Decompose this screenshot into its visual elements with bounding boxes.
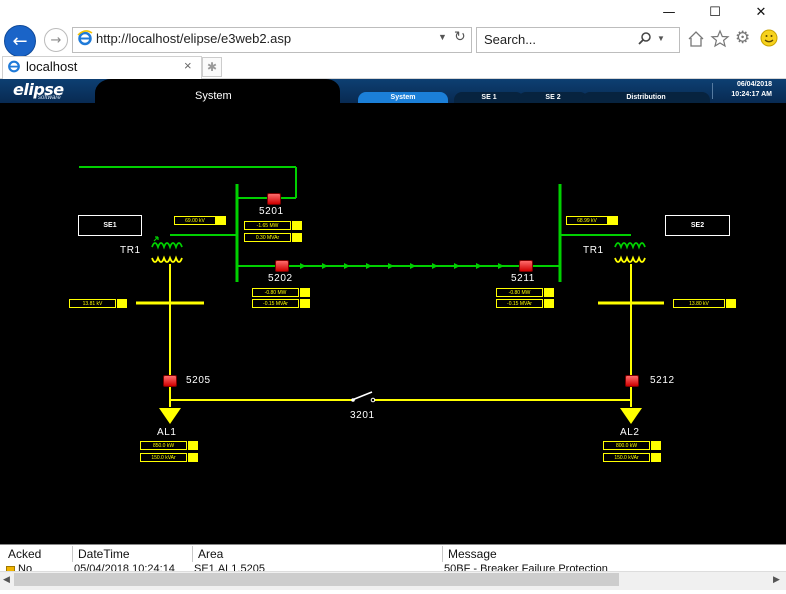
- trend-icon[interactable]: [188, 441, 198, 450]
- trend-icon[interactable]: [544, 299, 554, 308]
- search-dropdown-icon[interactable]: ▼: [657, 34, 665, 43]
- column-header-area[interactable]: Area: [192, 546, 443, 562]
- ie-logo-icon: [8, 60, 20, 73]
- meas-5202-mw: -0.80 MW: [252, 288, 299, 297]
- breaker-5212[interactable]: [625, 375, 639, 387]
- breaker-label-5211: 5211: [511, 273, 535, 284]
- load-label-al1: AL1: [157, 427, 177, 438]
- refresh-icon[interactable]: ↻: [454, 29, 466, 45]
- header-date: 06/04/2018: [736, 81, 772, 88]
- back-arrow-icon: ←: [12, 30, 28, 52]
- breaker-5211[interactable]: [519, 260, 533, 272]
- new-tab-icon: ✱: [206, 60, 218, 74]
- tab-system[interactable]: System: [358, 92, 448, 103]
- scroll-left-icon[interactable]: ◀: [3, 574, 10, 584]
- diagram-lines: [79, 166, 664, 424]
- meas-al2-kvar: 150.0 kVAr: [603, 453, 650, 462]
- star-icon[interactable]: [710, 29, 730, 49]
- trend-icon[interactable]: [300, 288, 310, 297]
- transformer-label-right: TR1: [583, 245, 604, 256]
- minimize-button[interactable]: —: [662, 4, 676, 20]
- tab-se2[interactable]: SE 2: [518, 92, 588, 103]
- header-title-panel: [95, 79, 340, 103]
- trend-icon[interactable]: [188, 453, 198, 462]
- meas-left-bus-kv: 13.81 kV: [69, 299, 116, 308]
- trend-icon[interactable]: [544, 288, 554, 297]
- search-input[interactable]: Search...: [484, 32, 537, 47]
- column-header-acked[interactable]: Acked: [2, 546, 73, 562]
- gear-icon[interactable]: ⚙: [735, 28, 751, 48]
- search-icon[interactable]: [638, 31, 652, 45]
- breaker-5202[interactable]: [275, 260, 289, 272]
- trend-icon[interactable]: [726, 299, 736, 308]
- header-time: 10:24:17 AM: [731, 91, 772, 98]
- address-dropdown-icon[interactable]: ▼: [438, 32, 447, 42]
- breaker-label-5201: 5201: [259, 206, 284, 217]
- elipse-logo-sub: software: [38, 95, 61, 101]
- scroll-right-icon[interactable]: ▶: [773, 574, 780, 584]
- screen-title: System: [195, 90, 232, 102]
- search-box[interactable]: [476, 27, 680, 53]
- switch-label-3201: 3201: [350, 410, 375, 421]
- ie-logo-icon: [77, 30, 93, 46]
- meas-al1-kw: 850.0 kW: [140, 441, 187, 450]
- trend-icon[interactable]: [292, 233, 302, 242]
- load-al1-symbol[interactable]: [159, 408, 181, 424]
- browser-tab[interactable]: [2, 56, 202, 79]
- meas-se2-kv: 68.99 kV: [566, 216, 608, 225]
- tab-se1[interactable]: SE 1: [454, 92, 524, 103]
- elipse-logo: elipse: [13, 80, 64, 99]
- meas-5201-mvar: 0.30 MVAr: [244, 233, 291, 242]
- maximize-button[interactable]: ☐: [709, 4, 721, 20]
- home-icon[interactable]: [686, 29, 706, 49]
- transformer-label-left: TR1: [120, 245, 141, 256]
- breaker-label-5202: 5202: [268, 273, 293, 284]
- switch-3201-symbol[interactable]: [351, 391, 376, 403]
- forward-button[interactable]: →: [44, 28, 68, 52]
- meas-5211-mw: -0.80 MW: [496, 288, 543, 297]
- meas-right-bus-kv: 13.80 kV: [673, 299, 725, 308]
- breaker-5205[interactable]: [163, 375, 177, 387]
- column-header-message[interactable]: Message: [448, 547, 497, 561]
- breaker-label-5205: 5205: [186, 375, 211, 386]
- address-bar[interactable]: [72, 27, 472, 53]
- tab-distribution[interactable]: Distribution: [582, 92, 710, 103]
- trend-icon[interactable]: [117, 299, 127, 308]
- tab-title: localhost: [26, 59, 78, 74]
- header-divider: [712, 83, 713, 99]
- trend-icon[interactable]: [216, 216, 226, 225]
- meas-al1-kvar: 150.0 kVAr: [140, 453, 187, 462]
- transformer-left: [151, 236, 183, 263]
- one-line-diagram: [0, 103, 786, 544]
- substation-se1[interactable]: SE1: [78, 215, 142, 236]
- trend-icon[interactable]: [651, 441, 661, 450]
- meas-5202-mvar: -0.15 MVAr: [252, 299, 299, 308]
- back-button[interactable]: ←: [4, 25, 36, 57]
- substation-se2[interactable]: SE2: [665, 215, 730, 236]
- meas-5201-mw: -1.65 MW: [244, 221, 291, 230]
- close-window-button[interactable]: ✕: [755, 4, 767, 20]
- column-header-datetime[interactable]: DateTime: [72, 546, 193, 562]
- breaker-5201[interactable]: [267, 193, 281, 205]
- load-al2-symbol[interactable]: [620, 408, 642, 424]
- transformer-right: [614, 242, 646, 263]
- tab-close-button[interactable]: ×: [184, 58, 192, 73]
- load-label-al2: AL2: [620, 427, 640, 438]
- meas-se1-kv: 69.00 kV: [174, 216, 216, 225]
- trend-icon[interactable]: [651, 453, 661, 462]
- power-flow-arrows: [300, 263, 504, 269]
- address-url: http://localhost/elipse/e3web2.asp: [96, 31, 292, 46]
- smiley-icon[interactable]: [760, 29, 778, 47]
- scrollbar-thumb[interactable]: [14, 573, 619, 586]
- meas-al2-kw: 800.0 kW: [603, 441, 650, 450]
- breaker-label-5212: 5212: [650, 375, 675, 386]
- trend-icon[interactable]: [292, 221, 302, 230]
- new-tab-button[interactable]: ✱: [202, 57, 222, 77]
- meas-5211-mvar: -0.15 MVAr: [496, 299, 543, 308]
- browser-titlebar: [0, 0, 786, 24]
- forward-arrow-icon: →: [50, 32, 62, 48]
- trend-icon[interactable]: [608, 216, 618, 225]
- trend-icon[interactable]: [300, 299, 310, 308]
